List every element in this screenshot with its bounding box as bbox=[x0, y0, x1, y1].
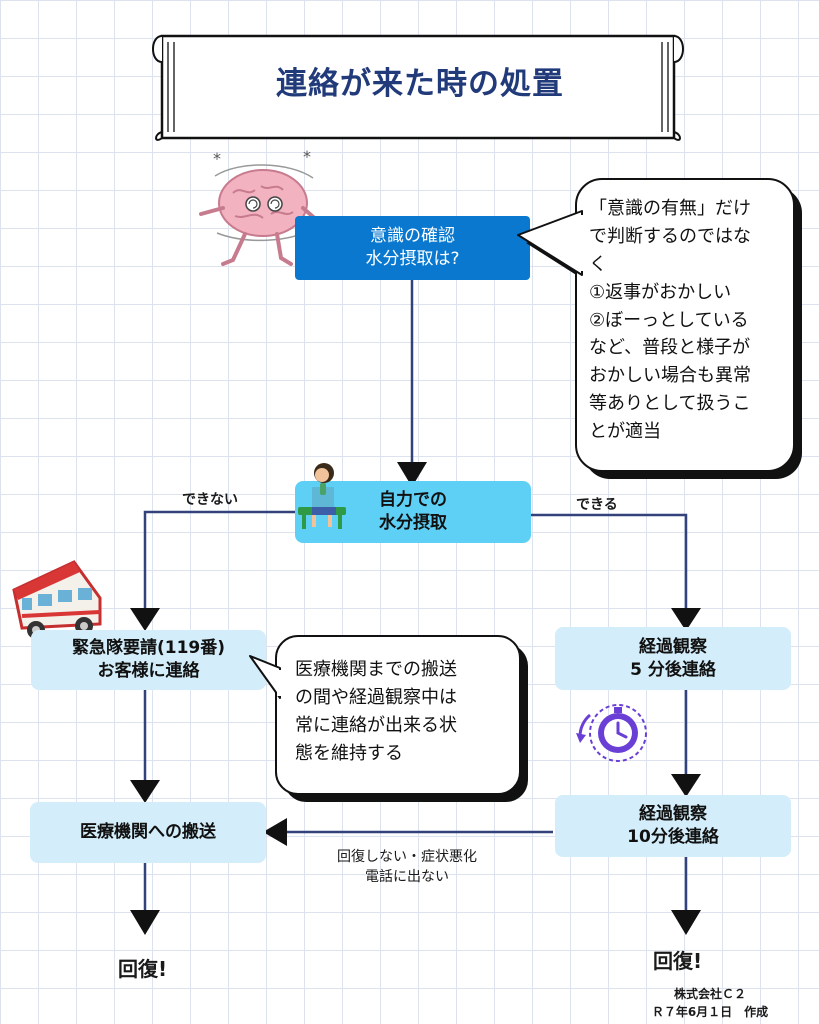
note-middle-line: 態を維持する bbox=[295, 742, 403, 764]
arrowhead-to-observe5 bbox=[671, 608, 701, 631]
stopwatch-icon bbox=[576, 704, 647, 762]
note-top-line: など、普段と様子が bbox=[589, 337, 751, 359]
recover-right: 回復! bbox=[653, 949, 703, 973]
transport-line1: 医療機関への搬送 bbox=[80, 822, 216, 843]
arrowhead-to-observe10 bbox=[671, 774, 701, 797]
label-not-recover: 回復しない・症状悪化 電話に出ない bbox=[312, 846, 502, 886]
arrowhead-to-recover-right bbox=[671, 910, 701, 935]
observe10-line1: 経過観察 bbox=[639, 804, 707, 825]
note-text-middle: 医療機関までの搬送 の間や経過観察中は 常に連絡が出来る状 態を維持する bbox=[295, 656, 457, 768]
note-middle-line: の間や経過観察中は bbox=[295, 686, 457, 708]
note-middle-line: 常に連絡が出来る状 bbox=[295, 714, 457, 736]
hospital-transport-box: 医療機関への搬送 bbox=[30, 802, 266, 863]
note-top-line: 「意識の有無」だけ bbox=[589, 198, 751, 219]
note-top-line: ①返事がおかしい bbox=[589, 281, 732, 303]
arrowhead-to-self bbox=[397, 462, 427, 487]
emergency-line2: お客様に連絡 bbox=[97, 661, 200, 681]
observe5-line2: 5 分後連絡 bbox=[630, 659, 716, 680]
self-drink-line2: 水分摂取 bbox=[379, 513, 447, 533]
page-title: 連絡が来た時の処置 bbox=[276, 66, 564, 102]
author-credit: 株式会社Ｃ２ Ｒ７年6月１日 作成 bbox=[640, 985, 780, 1021]
note-top-line: く bbox=[589, 253, 607, 275]
arrowhead-to-recover-left bbox=[130, 910, 160, 935]
note-top-line: 等ありとして扱うこ bbox=[589, 393, 751, 415]
observe5-line1: 経過観察 bbox=[639, 636, 707, 657]
credit-date: Ｒ７年6月１日 作成 bbox=[651, 1005, 769, 1019]
note-top-line: で判断するのではな bbox=[589, 225, 751, 247]
observe-5min-box: 経過観察 5 分後連絡 bbox=[555, 627, 791, 690]
note-top-line: とが適当 bbox=[589, 421, 661, 443]
observe-10min-box: 経過観察 10分後連絡 bbox=[555, 795, 791, 857]
note-top-line: ②ぼーっとしている bbox=[589, 309, 749, 331]
check-line2: 水分摂取は? bbox=[365, 249, 460, 269]
credit-company: 株式会社Ｃ２ bbox=[673, 987, 746, 1001]
ambulance-icon bbox=[12, 560, 102, 639]
title-banner bbox=[152, 34, 684, 141]
note-bubble-middle bbox=[249, 635, 528, 802]
not-recover-line2: 電話に出ない bbox=[365, 869, 449, 885]
label-cannot: できない bbox=[182, 492, 238, 508]
svg-text:*: * bbox=[213, 149, 221, 168]
emergency-line1: 緊急隊要請(119番) bbox=[71, 638, 226, 659]
check-line1: 意識の確認 bbox=[370, 226, 455, 247]
note-top-line: おかしい場合も異常 bbox=[589, 365, 751, 387]
note-text-top: 「意識の有無」だけ で判断するのではな く ①返事がおかしい ②ぼーっとしている… bbox=[589, 195, 751, 446]
line-self-to-emergency bbox=[143, 510, 297, 610]
emergency-call-box: 緊急隊要請(119番) お客様に連絡 bbox=[31, 630, 266, 690]
self-drink-line1: 自力での bbox=[379, 490, 447, 511]
arrowhead-to-transport-left bbox=[263, 818, 287, 846]
observe10-line2: 10分後連絡 bbox=[627, 827, 719, 847]
dizzy-brain-icon: * * bbox=[199, 148, 321, 266]
arrowhead-to-transport-down bbox=[130, 780, 160, 803]
note-middle-line: 医療機関までの搬送 bbox=[295, 659, 457, 680]
drinking-person-icon bbox=[298, 463, 346, 529]
consciousness-check-box: 意識の確認 水分摂取は? bbox=[295, 216, 530, 280]
label-can: できる bbox=[576, 497, 618, 513]
svg-text:*: * bbox=[303, 148, 311, 166]
arrowhead-to-emergency bbox=[130, 608, 160, 631]
recover-left: 回復! bbox=[118, 957, 168, 981]
note-bubble-top bbox=[517, 178, 802, 479]
line-self-to-observe5 bbox=[530, 513, 688, 610]
not-recover-line1: 回復しない・症状悪化 bbox=[337, 849, 477, 865]
